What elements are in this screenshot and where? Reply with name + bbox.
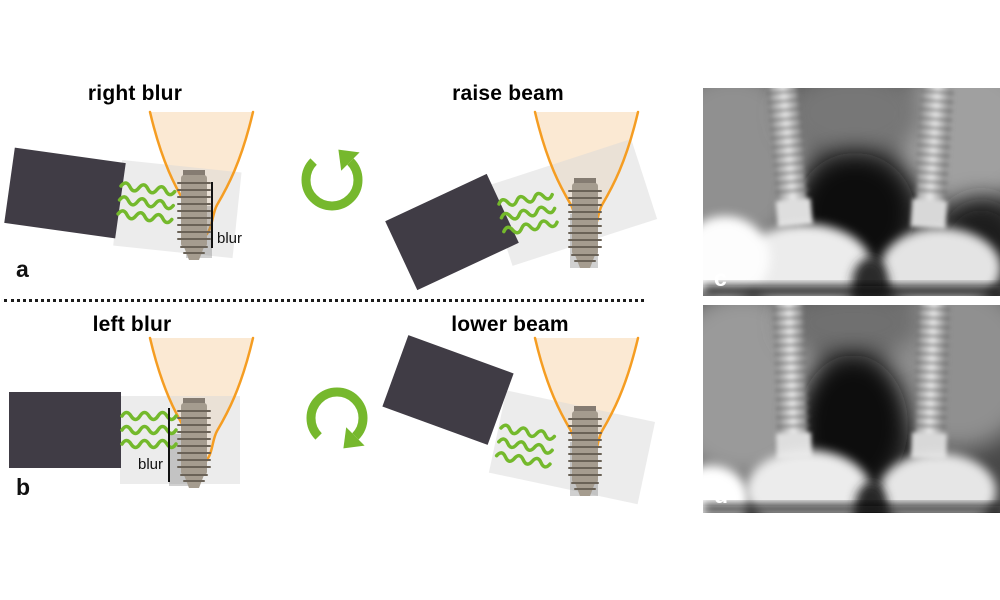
diagram-title-lower-beam: lower beam	[451, 313, 569, 336]
xray-sensor	[382, 335, 514, 445]
panel-label-a: a	[16, 256, 29, 282]
diagram-title-left-blur: left blur	[92, 313, 172, 336]
xray-sensor	[385, 173, 519, 291]
panel-label-c: c	[714, 265, 727, 291]
implant-screw	[177, 169, 211, 261]
diagram-title-raise-beam: raise beam	[452, 82, 564, 105]
crown-left-xray	[746, 450, 870, 513]
crown-right-xray	[880, 453, 996, 513]
diagram-title-right-blur: right blur	[87, 82, 183, 105]
xray-sensor	[9, 392, 121, 468]
blur-annotation-b: blur	[137, 456, 163, 473]
blur-annotation-a: blur	[217, 230, 243, 247]
diagram-left-blur	[9, 336, 255, 489]
crown-right-xray	[881, 228, 1000, 296]
radiograph-d: d	[703, 305, 1000, 513]
schematic-panel	[4, 110, 658, 505]
radiograph-c: c	[703, 88, 1000, 296]
implant-right-xray	[910, 88, 954, 230]
adjacent-crown-xray	[703, 216, 770, 296]
panel-divider	[4, 299, 644, 302]
xray-waves	[120, 410, 178, 450]
crown-left-xray	[741, 224, 871, 296]
implant-screw	[568, 177, 602, 269]
radiograph-c-image	[703, 88, 1000, 296]
implant-screw	[177, 397, 211, 489]
xray-beam	[486, 139, 658, 266]
implant-left-xray	[772, 305, 812, 460]
rotate-cw-arrow-icon	[311, 392, 365, 448]
implant-screw	[568, 405, 602, 497]
adjacent-crown-xray	[703, 465, 749, 513]
diagram-raise-beam	[385, 110, 658, 291]
panel-label-d: d	[714, 482, 729, 508]
diagram-right-blur	[4, 110, 255, 261]
implant-right-xray	[911, 305, 951, 460]
xray-sensor	[4, 147, 126, 239]
panel-label-b: b	[16, 474, 31, 500]
implant-left-xray	[767, 88, 813, 228]
rotate-ccw-arrow-icon	[306, 150, 360, 206]
diagram-lower-beam	[382, 335, 656, 505]
radiograph-d-image	[703, 305, 1000, 513]
